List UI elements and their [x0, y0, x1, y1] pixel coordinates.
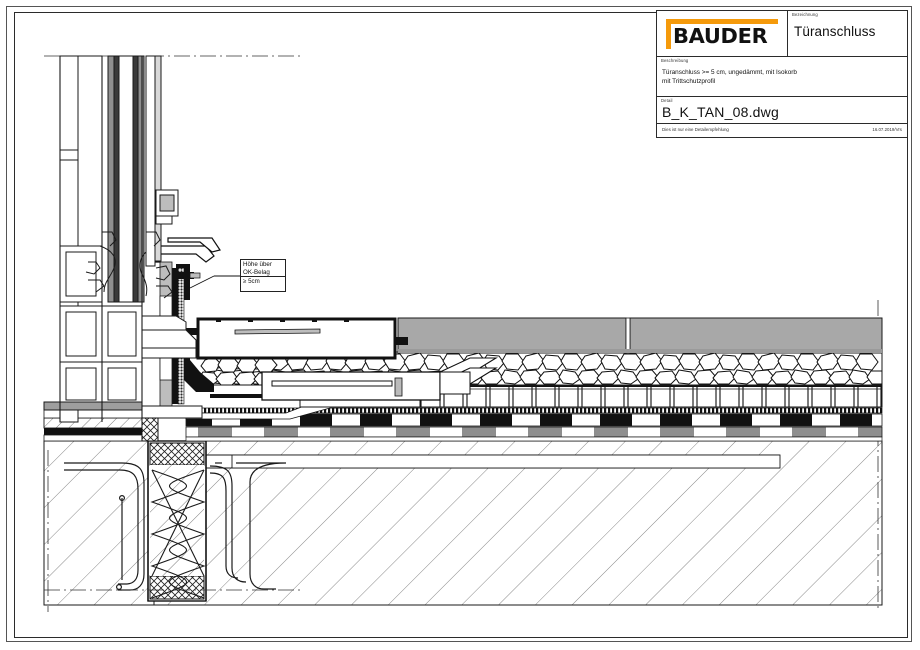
paving-slabs: [397, 317, 883, 354]
callout-line-1: Höhe über OK-Belag: [243, 261, 272, 276]
detail-value: B_K_TAN_08.dwg: [662, 104, 779, 120]
trittschutzprofil: [186, 317, 498, 401]
sheet-frame-inner: [14, 12, 908, 638]
description-label: Beschreibung: [661, 58, 689, 63]
frame-edge-strip: [141, 417, 159, 442]
bauder-logo: BAUDER: [657, 11, 788, 56]
sheet-frame-outer: [6, 6, 912, 642]
detail-label: Detail: [661, 98, 673, 103]
vapour-barrier: [185, 413, 883, 427]
description-value: Türanschluss >= 5 cm, ungedämmt, mit Iso…: [662, 69, 797, 85]
callout-divider: [241, 276, 285, 277]
designation-label: Bezeichnung: [792, 12, 818, 17]
title-block-row-footer: Dies ist nur eine Detailempfehlung 16.07…: [657, 124, 907, 136]
door-profile-section: [43, 55, 203, 423]
logo-bracket-top: [666, 18, 778, 24]
callout-hoehe-ok-belag: Höhe über OK-Belag ≥ 5cm: [240, 259, 286, 292]
logo-bracket-left: [666, 18, 671, 49]
callout-leader: [189, 275, 240, 289]
designation-cell: Bezeichnung Türanschluss: [788, 11, 907, 56]
callout-line-2: ≥ 5cm: [243, 277, 260, 285]
title-block-row-designation: BAUDER Bezeichnung Türanschluss: [657, 11, 907, 57]
title-block: BAUDER Bezeichnung Türanschluss Beschrei…: [656, 10, 908, 138]
isokorb-thermal-break: [64, 440, 287, 602]
designation-value: Türanschluss: [794, 24, 876, 39]
logo-wordmark: BAUDER: [673, 23, 768, 48]
wall-below: [43, 440, 155, 606]
footer-note: Dies ist nur eine Detailempfehlung: [662, 126, 729, 132]
filter-fleece: [210, 383, 882, 398]
footer-date: 16.07.2019/Vrs: [872, 126, 902, 132]
levelling-layer: [185, 426, 883, 442]
title-block-row-description: Beschreibung Türanschluss >= 5 cm, unged…: [657, 57, 907, 97]
title-block-row-detail: Detail B_K_TAN_08.dwg: [657, 97, 907, 124]
